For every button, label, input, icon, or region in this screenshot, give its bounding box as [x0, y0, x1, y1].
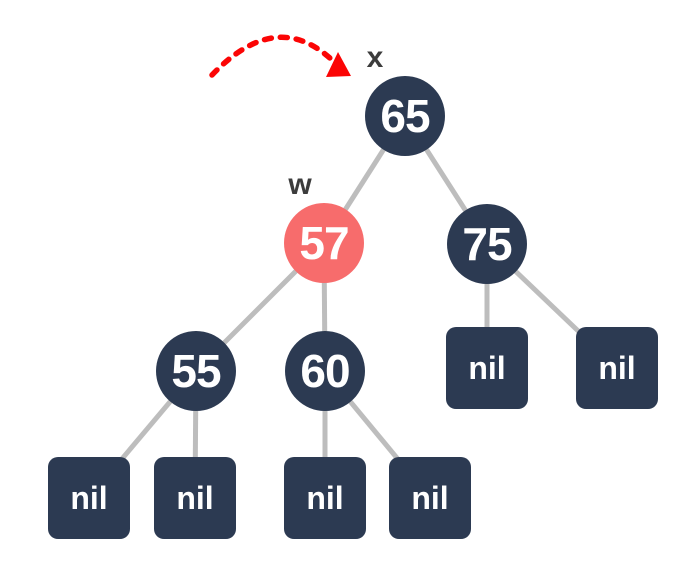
rotation-arrow-arc — [209, 34, 335, 78]
annotation-w: w — [288, 168, 312, 201]
nil-leaf-55-right: nil — [154, 457, 236, 539]
annotation-x: x — [366, 41, 384, 74]
nil-leaf-75-right: nil — [576, 327, 658, 409]
tree-node-57: 57 — [284, 203, 364, 283]
tree-node-60: 60 — [285, 331, 365, 411]
nil-leaf-60-right: nil — [389, 457, 471, 539]
nil-leaf-75-left: nil — [446, 327, 528, 409]
nil-leaf-60-left: nil — [284, 457, 366, 539]
rotation-arrow-head-icon — [326, 52, 351, 77]
tree-node-75: 75 — [447, 204, 527, 284]
nil-leaf-55-left: nil — [48, 457, 130, 539]
tree-node-65: 65 — [365, 76, 445, 156]
tree-node-55: 55 — [156, 331, 236, 411]
